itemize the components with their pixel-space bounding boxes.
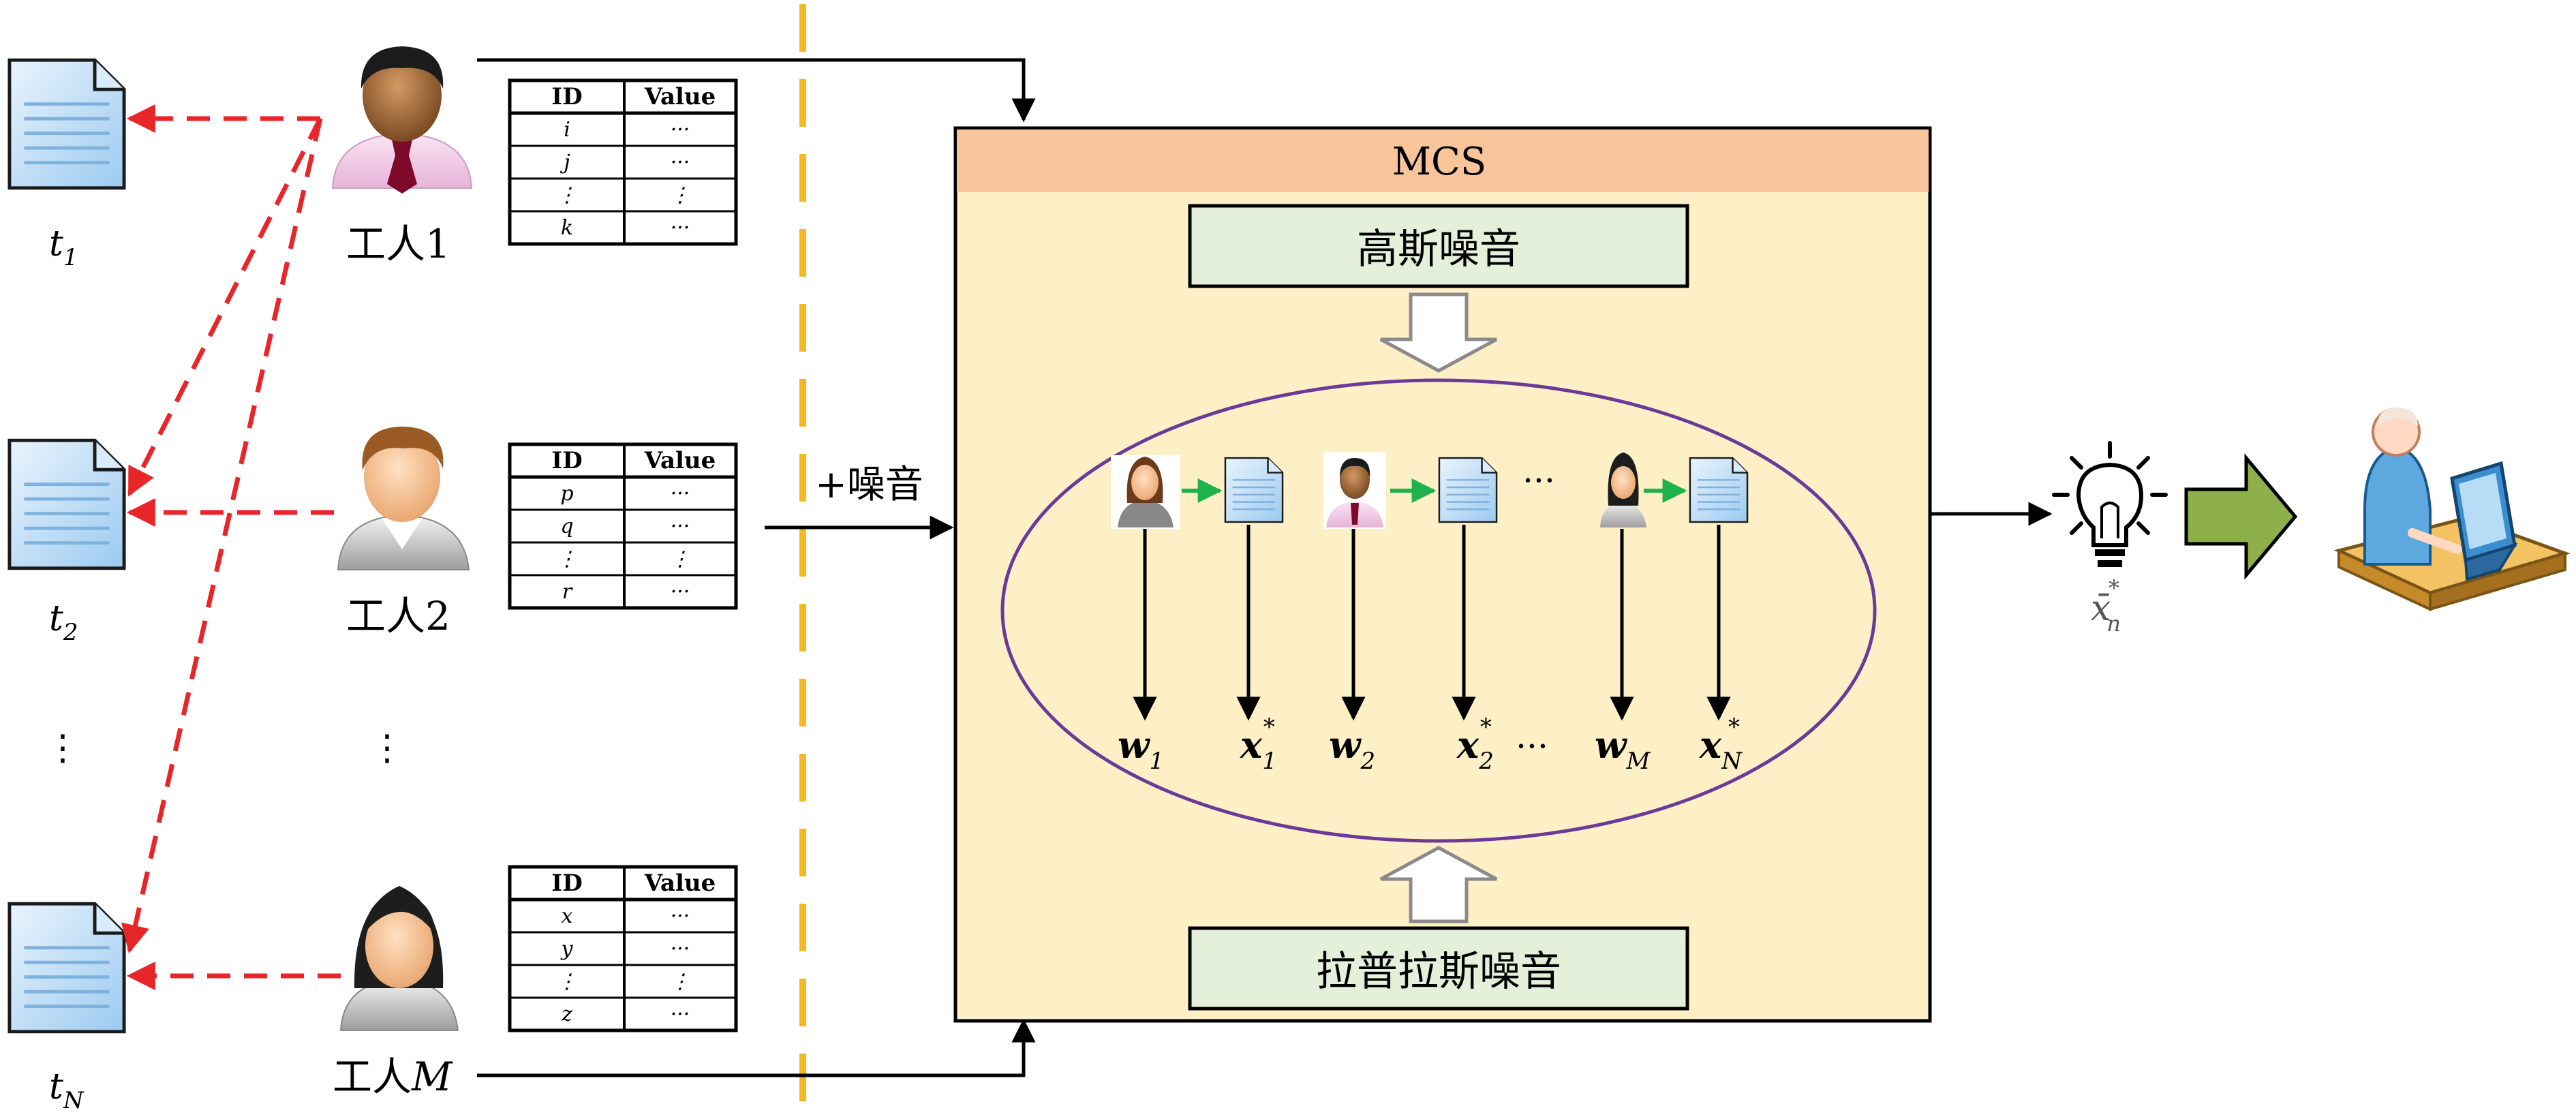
female-worker-icon [339, 886, 459, 1031]
output-label: w1 [1118, 723, 1164, 775]
table-cell: r [562, 580, 573, 604]
female-worker-icon [1600, 453, 1646, 527]
worker-label-2: 工人2 [346, 593, 450, 639]
output-label: x2* [1456, 714, 1494, 775]
table-cell: ··· [671, 118, 690, 142]
table-cell: p [560, 482, 573, 506]
assignment-arrows [121, 104, 341, 990]
worker-ellipsis: ⋮ [369, 728, 405, 769]
male-worker-dark-hair-icon [331, 46, 473, 194]
output-arrows [1133, 525, 1731, 721]
table-cell: ⋮ [557, 970, 577, 994]
table-cell: ··· [671, 151, 690, 174]
table-cell: ⋮ [670, 183, 690, 207]
data-table: ID Value p ··· q ··· ⋮ ⋮ r ··· [508, 442, 738, 610]
male-worker-dark-hair-icon [1323, 453, 1386, 529]
worker-m: 工人M [333, 886, 459, 1100]
worker1-upload-arrow [477, 58, 1036, 123]
task-label-2: t2 [49, 598, 78, 646]
task-doc-icon [10, 60, 124, 188]
female-worker-icon [1111, 455, 1180, 529]
gaussian-down-arrow-icon [1379, 292, 1498, 373]
table-cell: ··· [671, 515, 690, 538]
table-cell: ··· [671, 216, 690, 240]
workerm-upload-arrow [477, 1018, 1036, 1077]
male-worker-light-hair-icon [337, 427, 470, 570]
table-cell: i [564, 118, 570, 142]
laplace-noise-label: 拉普拉斯噪音 [1316, 948, 1561, 996]
inner-ellipsis: ··· [1522, 461, 1555, 500]
task-doc-icon [1689, 457, 1749, 523]
task-doc-icon [10, 904, 124, 1032]
table-header-cell: Value [644, 447, 716, 474]
requester-computer-icon [2333, 408, 2571, 612]
assign-arrow [121, 118, 323, 954]
table-cell: ⋮ [557, 547, 577, 571]
table-cell: ··· [671, 1002, 690, 1026]
task-list: t1 t2 tN ⋮ [10, 60, 124, 1114]
table-cell: ⋮ [670, 970, 690, 994]
mcs-panel: MCS 高斯噪音 拉普拉斯噪音 [953, 126, 1932, 1023]
table-header-cell: ID [551, 870, 582, 897]
output-label: xN* [1699, 714, 1743, 775]
laplace-noise-box [1188, 926, 1689, 1011]
mcs-header [957, 129, 1929, 192]
task-label-n: tN [49, 1067, 85, 1114]
table-header-cell: ID [551, 447, 582, 474]
outputs-ellipsis: ··· [1516, 726, 1548, 766]
big-green-arrow-icon [2184, 453, 2298, 580]
table-header-cell: Value [644, 83, 716, 110]
worker-2: 工人2 [337, 427, 470, 639]
table-header-cell: ID [551, 83, 582, 110]
mcs-title: MCS [1392, 140, 1487, 184]
aggregation-ellipse [1000, 378, 1877, 843]
task-ellipsis: ⋮ [45, 728, 80, 769]
table-cell: z [561, 1002, 572, 1026]
task-doc-icon [1438, 457, 1498, 523]
table-cell: ⋮ [670, 547, 690, 571]
table-cell: ··· [671, 904, 690, 928]
table-header-cell: Value [644, 870, 716, 897]
noise-label: +噪音 [815, 463, 923, 507]
output-labels: w1 x1* w2 x2* wM xN* [1118, 714, 1743, 775]
data-table: ID Value x ··· y ··· ⋮ ⋮ z ··· [508, 865, 738, 1032]
table-cell: ··· [671, 580, 690, 604]
worker-label-m: 工人M [333, 1054, 453, 1100]
table-cell: ⋮ [557, 183, 577, 207]
laplace-up-arrow-icon [1379, 846, 1498, 923]
output-label: x1* [1240, 714, 1277, 775]
table-cell: x [562, 904, 573, 928]
assign-arrow [127, 117, 323, 497]
lightbulb-icon [2052, 441, 2168, 567]
output-label: w2 [1329, 723, 1375, 775]
table-cell: k [561, 216, 573, 240]
table-cell: ··· [671, 937, 690, 961]
task-doc-icon [10, 440, 124, 568]
table-cell: q [560, 515, 573, 538]
worker-label-1: 工人1 [346, 221, 450, 267]
task-doc-icon [1224, 457, 1284, 523]
gaussian-noise-label: 高斯噪音 [1357, 226, 1520, 273]
table-cell: ··· [671, 482, 690, 506]
task-label-1: t1 [49, 224, 78, 271]
worker-1: 工人1 [331, 46, 473, 267]
result-label: x̄n* [2091, 575, 2121, 637]
table-cell: y [560, 937, 574, 961]
output-label: wM [1595, 723, 1651, 775]
gaussian-noise-box [1188, 204, 1689, 288]
upload-arrows [477, 58, 1036, 1077]
